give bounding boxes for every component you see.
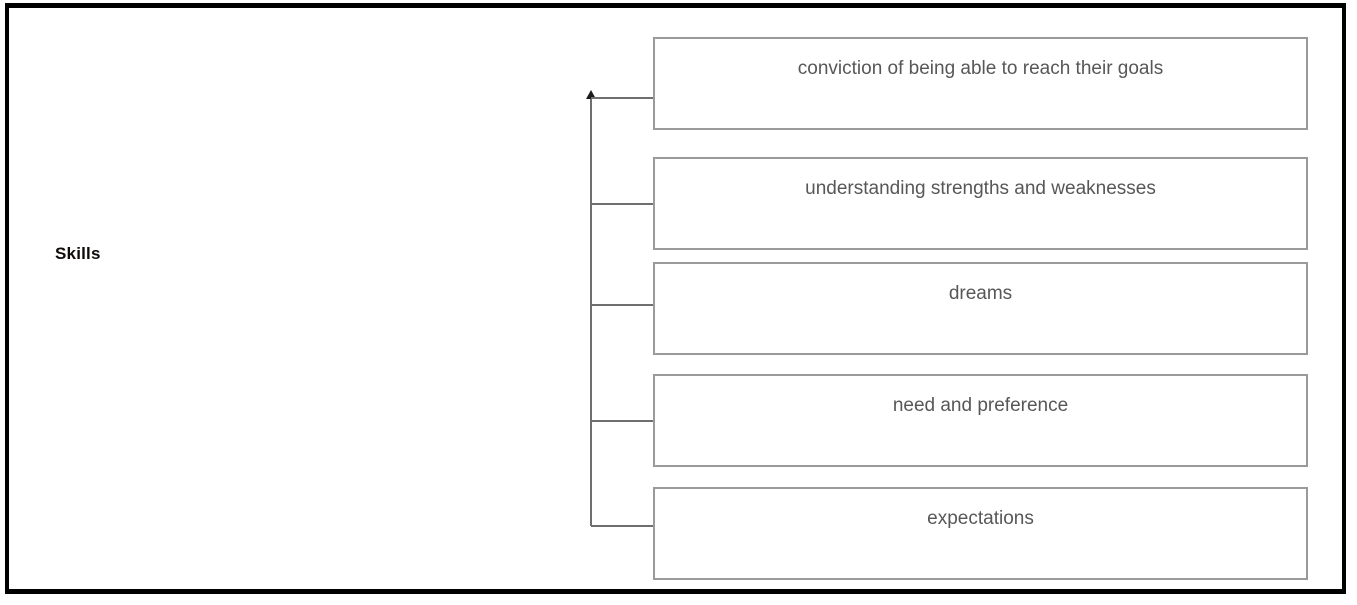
arrow-up-icon bbox=[586, 90, 596, 99]
root-node-skills: Skills bbox=[55, 244, 101, 263]
leaf-box[interactable]: expectations bbox=[653, 487, 1308, 580]
branch-connector bbox=[591, 525, 666, 527]
leaf-box[interactable]: understanding strengths and weaknesses bbox=[653, 157, 1308, 250]
branch-connector bbox=[591, 304, 666, 306]
leaf-box[interactable]: dreams bbox=[653, 262, 1308, 355]
branch-connector bbox=[591, 420, 666, 422]
bracket-spine bbox=[590, 97, 592, 526]
page-border-left bbox=[5, 3, 9, 594]
page-border-top bbox=[5, 3, 1346, 8]
page-border-right bbox=[1342, 3, 1346, 594]
leaf-box[interactable]: conviction of being able to reach their … bbox=[653, 37, 1308, 130]
leaf-box-label: need and preference bbox=[892, 395, 1069, 416]
leaf-box-label: conviction of being able to reach their … bbox=[797, 58, 1164, 79]
leaf-box[interactable]: need and preference bbox=[653, 374, 1308, 467]
page-border-bottom bbox=[5, 589, 1346, 594]
branch-connector bbox=[591, 203, 666, 205]
leaf-box-label: dreams bbox=[948, 283, 1013, 304]
leaf-box-label: understanding strengths and weaknesses bbox=[805, 178, 1156, 199]
branch-connector bbox=[591, 97, 666, 99]
leaf-box-label: expectations bbox=[927, 508, 1034, 529]
